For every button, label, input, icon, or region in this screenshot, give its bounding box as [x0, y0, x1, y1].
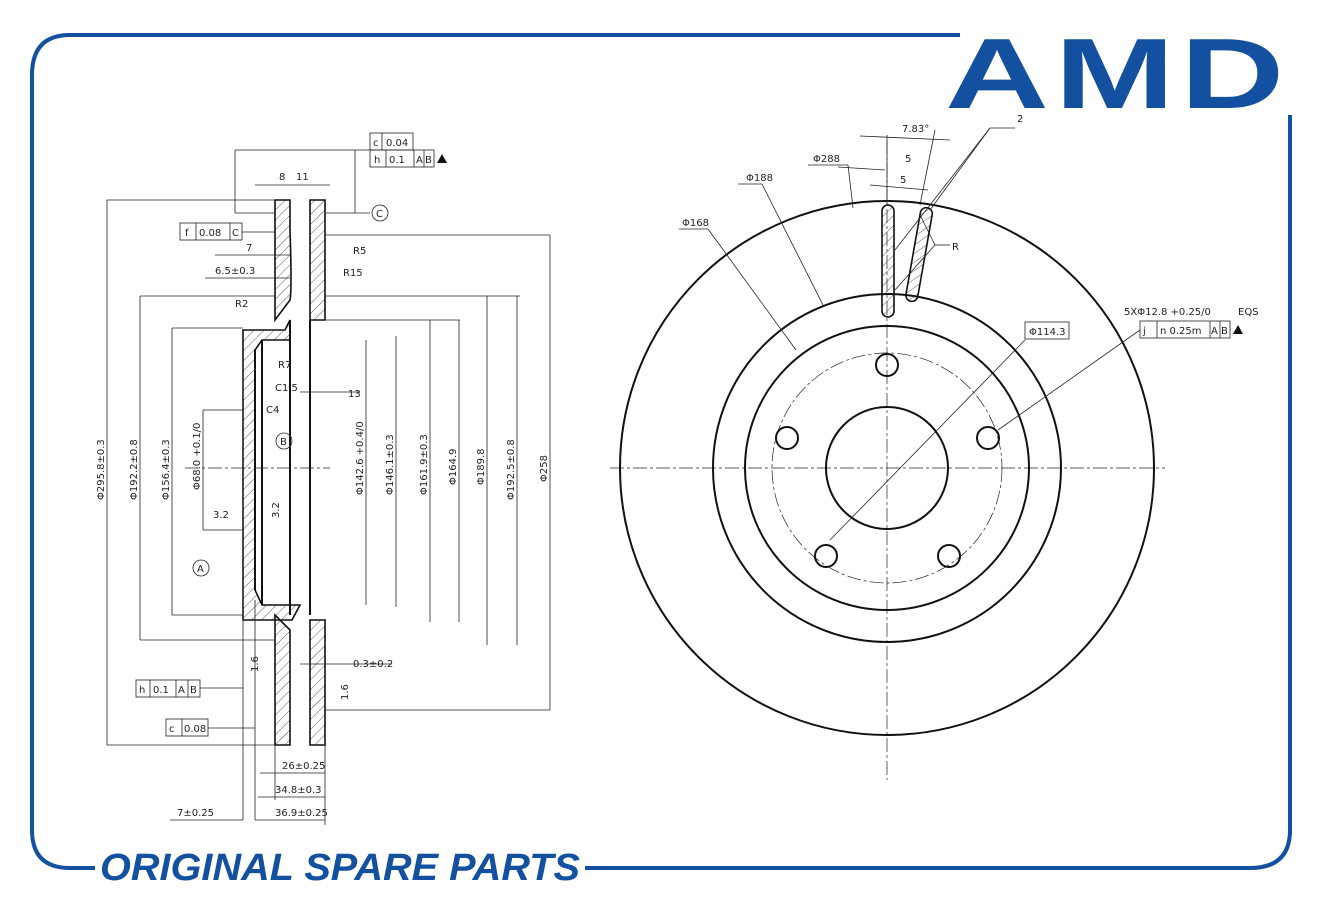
dimension-label: Φ156.4±0.3: [161, 439, 172, 500]
dimension-label: Φ161.9±0.3: [419, 434, 430, 495]
dimension-label: 3.2: [213, 510, 229, 521]
datum-c: C: [376, 209, 383, 220]
dimension-label: 0.08: [184, 724, 206, 735]
dimension-label: 2: [1017, 114, 1023, 125]
blue-frame: [30, 33, 1292, 870]
dimension-label: 0.08: [199, 228, 221, 239]
dimension-label: c: [169, 724, 175, 735]
dimension-label: 34.8±0.3: [275, 785, 322, 796]
dimension-label: 13: [348, 389, 361, 400]
dimension-label: Φ168: [682, 218, 709, 229]
dimension-label: 0.04: [386, 138, 408, 149]
dimension-label: A: [1211, 326, 1218, 337]
dimension-label: R: [952, 242, 959, 253]
amd-logo: AMD: [945, 18, 1290, 130]
dimension-label: f: [185, 228, 189, 239]
dimension-label: 3.2: [271, 502, 282, 518]
bottom-frame: c 0.08: [165, 718, 209, 737]
dimension-label: c: [373, 138, 379, 149]
dimension-label: 1.6: [340, 684, 351, 700]
dimension-label: 5: [900, 175, 906, 186]
dimension-label: Φ258: [539, 455, 550, 482]
dimension-label: h: [374, 155, 380, 166]
dimension-label: 7±0.25: [177, 808, 214, 819]
dimension-label: 26±0.25: [282, 761, 325, 772]
dimension-label: R7: [278, 360, 291, 371]
dimension-label: 0.1: [153, 685, 169, 696]
dimension-label: 0.1: [389, 155, 405, 166]
dimension-label: 0.3±0.2: [353, 659, 393, 670]
dimension-label: C1.5: [275, 383, 298, 394]
dimension-label: j: [1142, 326, 1146, 337]
dimension-label: 1.6: [250, 656, 261, 672]
dimension-label: R5: [353, 246, 366, 257]
dimension-label: 8: [279, 172, 285, 183]
dimension-label: EQS: [1238, 307, 1259, 318]
dimension-label: 5XΦ12.8 +0.25/0: [1124, 307, 1211, 318]
dimension-label: n 0.25m: [1160, 326, 1202, 337]
dimension-label: R2: [235, 299, 248, 310]
dimension-label: Φ114.3: [1029, 327, 1066, 338]
section-view: c 0.04 h 0.1 A B f 0.08 C h 0.1 A B c 0.…: [96, 132, 551, 825]
dimension-label: B: [1221, 326, 1228, 337]
runout-frame: h 0.1 A B: [135, 679, 201, 698]
dimension-label: 11: [296, 172, 309, 183]
dimension-label: Φ188: [746, 173, 773, 184]
dimension-label: 6.5±0.3: [215, 266, 255, 277]
bolt-holes: [775, 353, 1000, 568]
dimension-label: 5: [905, 154, 911, 165]
dimension-label: A: [416, 155, 423, 166]
slogan: ORIGINAL SPARE PARTS: [100, 847, 580, 889]
dimension-label: 36.9±0.25: [275, 808, 328, 819]
flatness-frame: f 0.08 C: [179, 222, 243, 241]
datum-a: A: [197, 564, 204, 575]
dimension-label: A: [178, 685, 185, 696]
dimension-label: h: [139, 685, 145, 696]
dimension-label: Φ192.2±0.8: [129, 439, 140, 500]
dimension-label: C4: [266, 405, 279, 416]
front-view: 7.83° 2 Φ288 Φ188 Φ168 5 5 R Φ114.3 5XΦ1…: [610, 114, 1259, 780]
dimension-label: Φ164.9: [448, 449, 459, 486]
dimension-label: R15: [343, 268, 363, 279]
dimension-label: Φ192.5±0.8: [506, 439, 517, 500]
dimension-label: B: [190, 685, 197, 696]
dimension-label: 7: [246, 243, 252, 254]
dimension-label: C: [232, 228, 239, 239]
dimension-label: Φ288: [813, 154, 840, 165]
datum-b: B: [280, 437, 287, 448]
dimension-label: Φ295.8±0.3: [96, 439, 107, 500]
dimension-label: B: [425, 155, 432, 166]
dimension-label: Φ189.8: [476, 449, 487, 486]
dimension-label: Φ68.0 +0.1/0: [192, 423, 203, 490]
tolerance-frame-top: c 0.04 h 0.1 A B: [369, 132, 447, 168]
dimension-label: Φ142.6 +0.4/0: [355, 421, 366, 495]
dimension-label: Φ146.1±0.3: [385, 434, 396, 495]
dimension-label: 7.83°: [902, 124, 929, 135]
position-frame: j n 0.25m A B: [1139, 320, 1243, 339]
